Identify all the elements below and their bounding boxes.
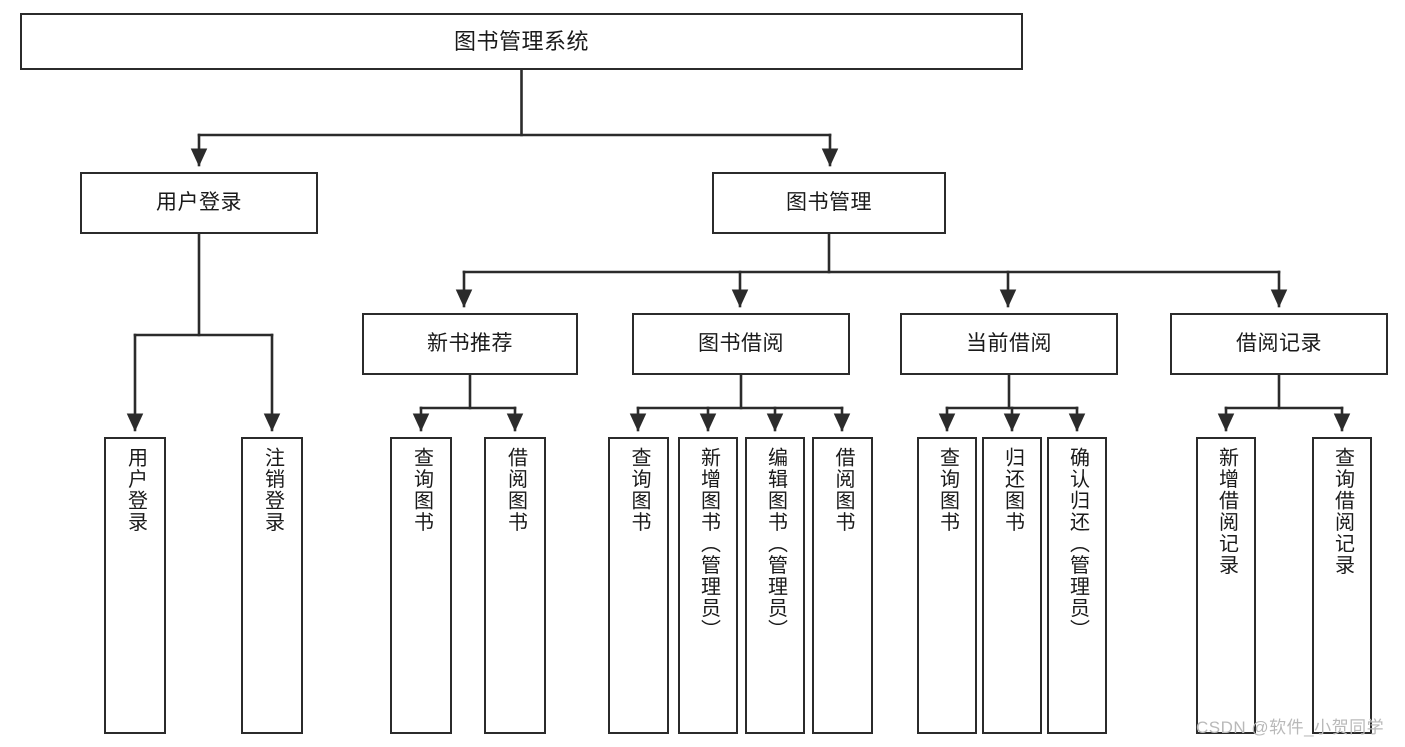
leaf-logout-label: 注销登录 [261, 447, 284, 533]
leaf-query-borrow-record[interactable]: 查询借阅记录 [1312, 437, 1372, 734]
node-root-label: 图书管理系统 [453, 28, 589, 54]
node-borrow-record-label: 借阅记录 [1236, 331, 1322, 355]
leaf-user-login[interactable]: 用户登录 [104, 437, 166, 734]
leaf-query-book-current[interactable]: 查询图书 [917, 437, 977, 734]
leaf-borrow-book-recommend[interactable]: 借阅图书 [484, 437, 546, 734]
node-root[interactable]: 图书管理系统 [20, 13, 1023, 70]
node-book-borrow[interactable]: 图书借阅 [632, 313, 850, 375]
leaf-add-book-admin-label: 新增图书（管理员） [697, 447, 720, 641]
leaf-return-book[interactable]: 归还图书 [982, 437, 1042, 734]
node-new-book-recommend[interactable]: 新书推荐 [362, 313, 578, 375]
node-current-borrow[interactable]: 当前借阅 [900, 313, 1118, 375]
leaf-logout[interactable]: 注销登录 [241, 437, 303, 734]
node-new-book-recommend-label: 新书推荐 [427, 331, 513, 355]
leaf-query-book-borrow-label: 查询图书 [628, 447, 650, 533]
leaf-add-book-admin[interactable]: 新增图书（管理员） [678, 437, 738, 734]
node-current-borrow-label: 当前借阅 [966, 331, 1052, 355]
leaf-confirm-return-admin-label: 确认归还（管理员） [1066, 447, 1089, 641]
node-book-management[interactable]: 图书管理 [712, 172, 946, 234]
leaf-edit-book-admin-label: 编辑图书（管理员） [764, 447, 787, 641]
leaf-add-borrow-record[interactable]: 新增借阅记录 [1196, 437, 1256, 734]
leaf-query-book-recommend[interactable]: 查询图书 [390, 437, 452, 734]
node-borrow-record[interactable]: 借阅记录 [1170, 313, 1388, 375]
node-book-management-label: 图书管理 [786, 190, 872, 214]
leaf-query-borrow-record-label: 查询借阅记录 [1331, 447, 1354, 576]
node-user-login-label: 用户登录 [156, 190, 242, 214]
leaf-query-book-borrow[interactable]: 查询图书 [608, 437, 669, 734]
leaf-add-borrow-record-label: 新增借阅记录 [1215, 447, 1238, 576]
node-user-login[interactable]: 用户登录 [80, 172, 318, 234]
leaf-lend-book[interactable]: 借阅图书 [812, 437, 873, 734]
leaf-confirm-return-admin[interactable]: 确认归还（管理员） [1047, 437, 1107, 734]
leaf-edit-book-admin[interactable]: 编辑图书（管理员） [745, 437, 805, 734]
leaf-user-login-label: 用户登录 [124, 447, 147, 533]
leaf-lend-book-label: 借阅图书 [832, 447, 854, 533]
leaf-borrow-book-recommend-label: 借阅图书 [504, 447, 527, 533]
csdn-watermark: CSDN @软件_小贺同学 [1196, 718, 1385, 737]
leaf-return-book-label: 归还图书 [1001, 447, 1024, 533]
leaf-query-book-current-label: 查询图书 [936, 447, 959, 533]
leaf-query-book-recommend-label: 查询图书 [410, 447, 433, 533]
node-book-borrow-label: 图书借阅 [698, 331, 784, 355]
